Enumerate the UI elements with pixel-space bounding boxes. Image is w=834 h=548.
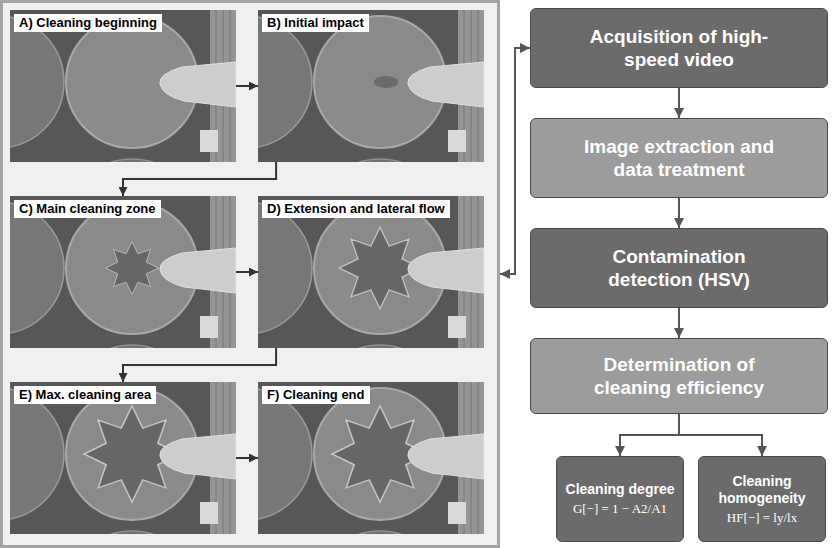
process-box: Determination of cleaning efficiency bbox=[530, 338, 828, 414]
box-title: Cleaning homogeneity bbox=[707, 473, 817, 507]
connector-arrow bbox=[500, 48, 530, 274]
box-title: Image extraction and data treatment bbox=[577, 135, 782, 181]
connector-arrow bbox=[236, 85, 258, 87]
connector-arrow bbox=[678, 88, 680, 118]
box-title: Determination of cleaning efficiency bbox=[577, 353, 782, 399]
photo-e bbox=[0, 382, 236, 548]
connector-arrow bbox=[678, 198, 680, 228]
connector-arrow bbox=[123, 162, 276, 196]
process-box: Contamination detection (HSV) bbox=[530, 228, 828, 308]
stage-label: D) Extension and lateral flow bbox=[262, 200, 450, 218]
photo-frame: E) Max. cleaning area bbox=[10, 382, 236, 534]
photo-panel: A) Cleaning beginning B) Initial impactC)… bbox=[0, 0, 500, 548]
formula: G[−] = 1 − A2/A1 bbox=[573, 501, 667, 517]
photo-frame: A) Cleaning beginning bbox=[10, 10, 236, 162]
photo-frame: D) Extension and lateral flow bbox=[258, 196, 484, 348]
connector-arrow bbox=[679, 414, 762, 456]
connector-arrow bbox=[620, 414, 679, 456]
stage-label: E) Max. cleaning area bbox=[14, 386, 156, 404]
stage-label: F) Cleaning end bbox=[262, 386, 370, 404]
box-title: Acquisition of high-speed video bbox=[577, 25, 782, 71]
photo-frame: F) Cleaning end bbox=[258, 382, 484, 534]
connector-arrow bbox=[123, 348, 276, 382]
process-box: Acquisition of high-speed video bbox=[530, 8, 828, 88]
result-box: Cleaning homogeneityHF[−] = ly/lx bbox=[698, 456, 826, 542]
box-title: Contamination detection (HSV) bbox=[577, 245, 782, 291]
result-box: Cleaning degreeG[−] = 1 − A2/A1 bbox=[556, 456, 684, 542]
stage-label: C) Main cleaning zone bbox=[14, 200, 161, 218]
connector-arrow bbox=[678, 308, 680, 338]
process-box: Image extraction and data treatment bbox=[530, 118, 828, 198]
formula: HF[−] = ly/lx bbox=[727, 510, 797, 526]
connector-arrow bbox=[236, 271, 258, 273]
box-title: Cleaning degree bbox=[566, 481, 675, 498]
photo-f bbox=[180, 382, 484, 548]
impact-spot bbox=[374, 76, 398, 88]
connector-arrow bbox=[236, 457, 258, 459]
photo-frame: C) Main cleaning zone bbox=[10, 196, 236, 348]
stage-label: A) Cleaning beginning bbox=[14, 14, 162, 32]
stage-label: B) Initial impact bbox=[262, 14, 369, 32]
photo-frame: B) Initial impact bbox=[258, 10, 484, 162]
